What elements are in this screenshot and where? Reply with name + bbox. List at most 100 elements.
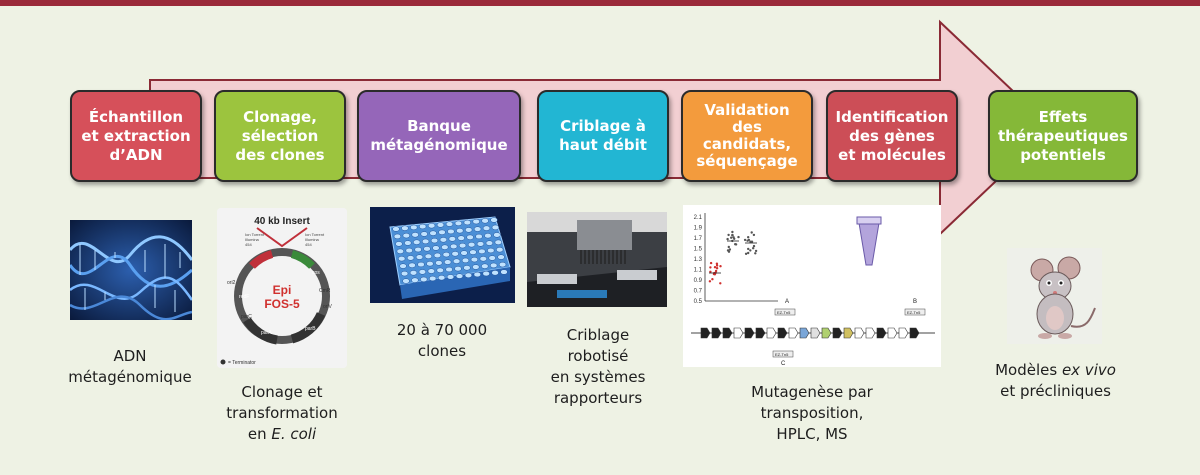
well [432, 245, 440, 251]
gene-arrow [700, 327, 711, 339]
well [429, 230, 437, 236]
well [421, 238, 430, 245]
well [423, 246, 431, 252]
well [437, 275, 446, 281]
scatter-point [746, 239, 749, 242]
insertion-tag: B [913, 299, 917, 305]
well [439, 237, 448, 243]
step-metagenomic-library: Banque métagénomique [357, 90, 521, 182]
scatter-point [715, 262, 719, 265]
caption-cloning-species: E. coli [271, 425, 317, 443]
scatter-point [708, 280, 712, 283]
step-label: Effets thérapeutiques potentiels [998, 107, 1128, 164]
scatter-point [711, 278, 714, 281]
gene-arrow [711, 327, 722, 339]
caption-dna: ADN métagénomique [68, 347, 192, 386]
scatter-point [726, 249, 730, 252]
well [460, 250, 468, 256]
gene-arrow [821, 327, 832, 339]
well [469, 249, 477, 255]
well [433, 252, 442, 259]
gene-arrow [788, 327, 799, 339]
transposon-tag: EZ-Tn5 [777, 310, 791, 315]
step-label: Clonage, sélection des clones [235, 107, 325, 164]
insertion-tag: C [781, 361, 786, 367]
gene-label: ori2 [227, 280, 236, 286]
y-tick-label: 0.7 [694, 289, 703, 295]
well [430, 237, 439, 244]
well [400, 270, 409, 277]
step-label: Banque métagénomique [370, 117, 508, 154]
step-gene-identification: Identification des gènes et molécules [826, 90, 958, 182]
well [491, 224, 500, 231]
insert-label: 40 kb Insert [254, 216, 310, 227]
gene-arrow [755, 327, 766, 339]
well [446, 274, 455, 280]
well [488, 255, 496, 261]
well [405, 247, 413, 254]
scatter-point [733, 237, 736, 240]
scatter-point [730, 236, 733, 239]
gene-arrow [876, 327, 887, 339]
scatter-point [750, 231, 753, 234]
well [461, 257, 470, 264]
step-cloning-selection: Clonage, sélection des clones [214, 90, 346, 182]
well [476, 241, 485, 247]
well [463, 265, 471, 271]
well [396, 248, 404, 254]
gene-arrow [854, 327, 865, 339]
y-tick-label: 1.9 [694, 226, 703, 232]
transposon-tag: EZ-Tn5 [775, 352, 789, 357]
terminator-legend: = Terminator [228, 360, 256, 366]
well [456, 228, 464, 234]
gene-label: oriV [323, 304, 333, 310]
well [402, 278, 410, 284]
step-label: Identification des gènes et molécules [835, 107, 949, 164]
well [496, 247, 504, 253]
well [404, 240, 412, 246]
well [458, 242, 467, 249]
well [479, 256, 487, 262]
scatter-point [731, 234, 734, 237]
y-tick-label: 1.3 [694, 257, 703, 263]
well [418, 269, 427, 275]
gene-label: CmR [319, 288, 331, 294]
well [490, 217, 498, 223]
well [426, 261, 434, 267]
caption-cloning: Clonage et transformation en E. coli [207, 382, 357, 445]
well [420, 276, 428, 283]
gene-arrow [777, 327, 788, 339]
scatter-point [737, 235, 740, 239]
mouse-illustration [1007, 248, 1102, 344]
scatter-point [712, 272, 716, 276]
well [392, 226, 400, 232]
scatter-points [708, 230, 758, 285]
scatter-point [747, 247, 750, 251]
gene-label: parB [305, 326, 316, 332]
well [454, 220, 463, 226]
well [490, 262, 498, 269]
well [454, 266, 462, 272]
top-border [0, 0, 1200, 6]
transposon-tag: EZ-Tn5 [907, 310, 921, 315]
y-tick-label: 1.7 [694, 236, 703, 242]
well [493, 232, 501, 238]
well [429, 275, 437, 282]
scatter-point [749, 249, 752, 252]
scatter-point [715, 264, 719, 267]
well [445, 221, 454, 227]
step-sample-extraction: Échantillon et extraction d’ADN [70, 90, 202, 182]
scatter-point [728, 248, 732, 251]
scatter-point [752, 244, 756, 248]
gene-label: parC [241, 314, 252, 320]
gene-label: parA [261, 330, 272, 336]
well [481, 218, 489, 224]
well [417, 261, 425, 268]
caption-models-text: Modèles [995, 361, 1062, 379]
gene-arrow [865, 327, 876, 339]
well [463, 219, 471, 226]
plasmid-name-1: Epi [273, 283, 292, 297]
well [491, 270, 499, 276]
